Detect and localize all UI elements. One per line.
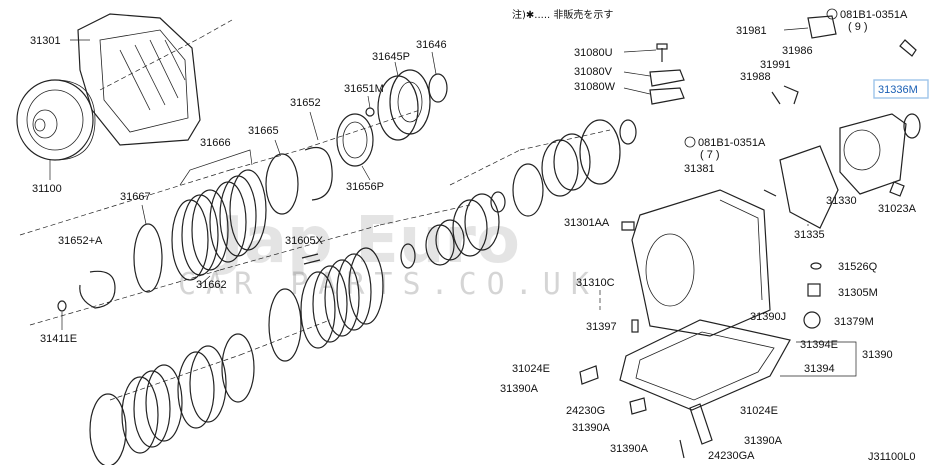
bracket-31024e-left[interactable] xyxy=(579,365,599,385)
label-31390a-3[interactable]: 31390A xyxy=(744,435,783,447)
part-31605x[interactable] xyxy=(301,253,321,265)
label-31390a-4[interactable]: 31390A xyxy=(610,443,649,455)
snap-ring-31652a[interactable] xyxy=(79,270,116,309)
label-qty-9: ( 9 ) xyxy=(848,21,868,33)
linkage-parts[interactable] xyxy=(771,85,799,105)
label-31526q[interactable]: 31526Q xyxy=(838,261,878,273)
label-31024e-right[interactable]: 31024E xyxy=(740,405,778,417)
bracket-31024e-right[interactable] xyxy=(689,403,713,445)
snap-ring-31652[interactable] xyxy=(304,146,333,201)
not-sold-note: 注)✱..... 非販売を示す xyxy=(512,8,613,21)
extension-housing-31330[interactable] xyxy=(839,113,921,195)
label-31988[interactable]: 31988 xyxy=(740,71,771,83)
label-31652a[interactable]: 31652+A xyxy=(58,235,103,247)
label-31666[interactable]: 31666 xyxy=(200,137,231,149)
part-31651m[interactable] xyxy=(365,107,375,117)
highlight-box xyxy=(873,79,929,99)
snap-ring-31667[interactable] xyxy=(133,223,163,293)
part-31379m[interactable] xyxy=(803,311,821,329)
converter-housing-31301[interactable] xyxy=(77,13,201,146)
label-31394e[interactable]: 31394E xyxy=(800,339,838,351)
label-31301aa[interactable]: 31301AA xyxy=(564,217,610,229)
label-31080w[interactable]: 31080W xyxy=(574,81,616,93)
clip-24230g[interactable] xyxy=(629,397,647,415)
label-31310c[interactable]: 31310C xyxy=(576,277,615,289)
drum-center[interactable] xyxy=(541,133,591,197)
bolt-31390a[interactable] xyxy=(679,439,685,459)
sensor-31023a[interactable] xyxy=(889,181,905,197)
label-31080v[interactable]: 31080V xyxy=(574,66,613,78)
label-31100[interactable]: 31100 xyxy=(32,183,62,195)
bolt-symbol-top xyxy=(826,8,838,20)
bolt-081b1-mid[interactable] xyxy=(763,189,777,197)
part-31397[interactable] xyxy=(631,319,639,333)
label-24230ga[interactable]: 24230GA xyxy=(708,450,755,462)
label-31656p[interactable]: 31656P xyxy=(346,181,384,193)
label-31381[interactable]: 31381 xyxy=(684,163,715,175)
label-31390j[interactable]: 31390J xyxy=(750,311,786,323)
label-31080u[interactable]: 31080U xyxy=(574,47,613,59)
label-31646[interactable]: 31646 xyxy=(416,39,447,51)
bolt-081b1-top[interactable] xyxy=(899,39,917,57)
torque-converter-31100[interactable] xyxy=(16,79,96,161)
watermark-url: CAR PARTS.CO.UK xyxy=(178,267,599,302)
label-31652[interactable]: 31652 xyxy=(290,97,321,109)
bracket-31080[interactable] xyxy=(649,43,685,105)
ring-small-2[interactable] xyxy=(490,191,506,213)
label-31024e-left[interactable]: 31024E xyxy=(512,363,550,375)
label-31991[interactable]: 31991 xyxy=(760,59,791,71)
label-31605x[interactable]: 31605X xyxy=(285,235,324,247)
bolt-symbol-mid xyxy=(684,136,696,148)
ring-small-3[interactable] xyxy=(619,119,637,145)
label-31645p[interactable]: 31645P xyxy=(372,51,410,63)
plug-31301aa[interactable] xyxy=(621,221,635,231)
label-31335[interactable]: 31335 xyxy=(794,229,825,241)
label-31390a-2[interactable]: 31390A xyxy=(572,422,611,434)
ring-large-1[interactable] xyxy=(512,163,544,217)
label-31411e[interactable]: 31411E xyxy=(40,333,77,345)
part-31411e[interactable] xyxy=(57,300,67,312)
label-31301[interactable]: 31301 xyxy=(30,35,61,47)
label-31662[interactable]: 31662 xyxy=(196,279,227,291)
label-31379m[interactable]: 31379M xyxy=(834,316,874,328)
label-qty-7: ( 7 ) xyxy=(700,149,720,161)
o-ring-31646[interactable] xyxy=(428,73,448,103)
label-31394[interactable]: 31394 xyxy=(804,363,835,375)
label-31986[interactable]: 31986 xyxy=(782,45,813,57)
label-31397[interactable]: 31397 xyxy=(586,321,617,333)
clutch-pack-31666[interactable] xyxy=(171,169,267,281)
gearset-center[interactable] xyxy=(425,193,500,266)
label-31305m[interactable]: 31305M xyxy=(838,287,878,299)
gasket-31335[interactable] xyxy=(779,145,839,229)
label-31336m[interactable]: 31336M xyxy=(878,84,918,96)
label-31667[interactable]: 31667 xyxy=(120,191,151,203)
label-081b1-mid[interactable]: 081B1-0351A xyxy=(698,137,766,149)
ring-large-2[interactable] xyxy=(579,119,621,185)
ring-31665[interactable] xyxy=(265,153,299,215)
label-24230g[interactable]: 24230G xyxy=(566,405,605,417)
part-31526q[interactable] xyxy=(810,262,822,270)
part-31305m[interactable] xyxy=(807,283,821,297)
part-31981[interactable] xyxy=(807,15,837,39)
ring-31656p[interactable] xyxy=(336,113,374,167)
label-31390[interactable]: 31390 xyxy=(862,349,893,361)
transmission-case[interactable] xyxy=(631,189,771,337)
label-081b1-top[interactable]: 081B1-0351A xyxy=(840,9,908,21)
clutch-pack-lower-1[interactable] xyxy=(268,247,384,362)
label-31981[interactable]: 31981 xyxy=(736,25,767,37)
label-31023a[interactable]: 31023A xyxy=(878,203,917,215)
drum-31645p[interactable] xyxy=(377,69,431,141)
label-31651m[interactable]: 31651M xyxy=(344,83,384,95)
ring-small-1[interactable] xyxy=(400,243,416,269)
label-31665[interactable]: 31665 xyxy=(248,125,279,137)
label-31390a-1[interactable]: 31390A xyxy=(500,383,539,395)
diagram-code: J31100L0 xyxy=(868,451,916,463)
oil-pan-31390[interactable] xyxy=(619,319,791,411)
clutch-pack-lower-2[interactable] xyxy=(89,333,255,465)
